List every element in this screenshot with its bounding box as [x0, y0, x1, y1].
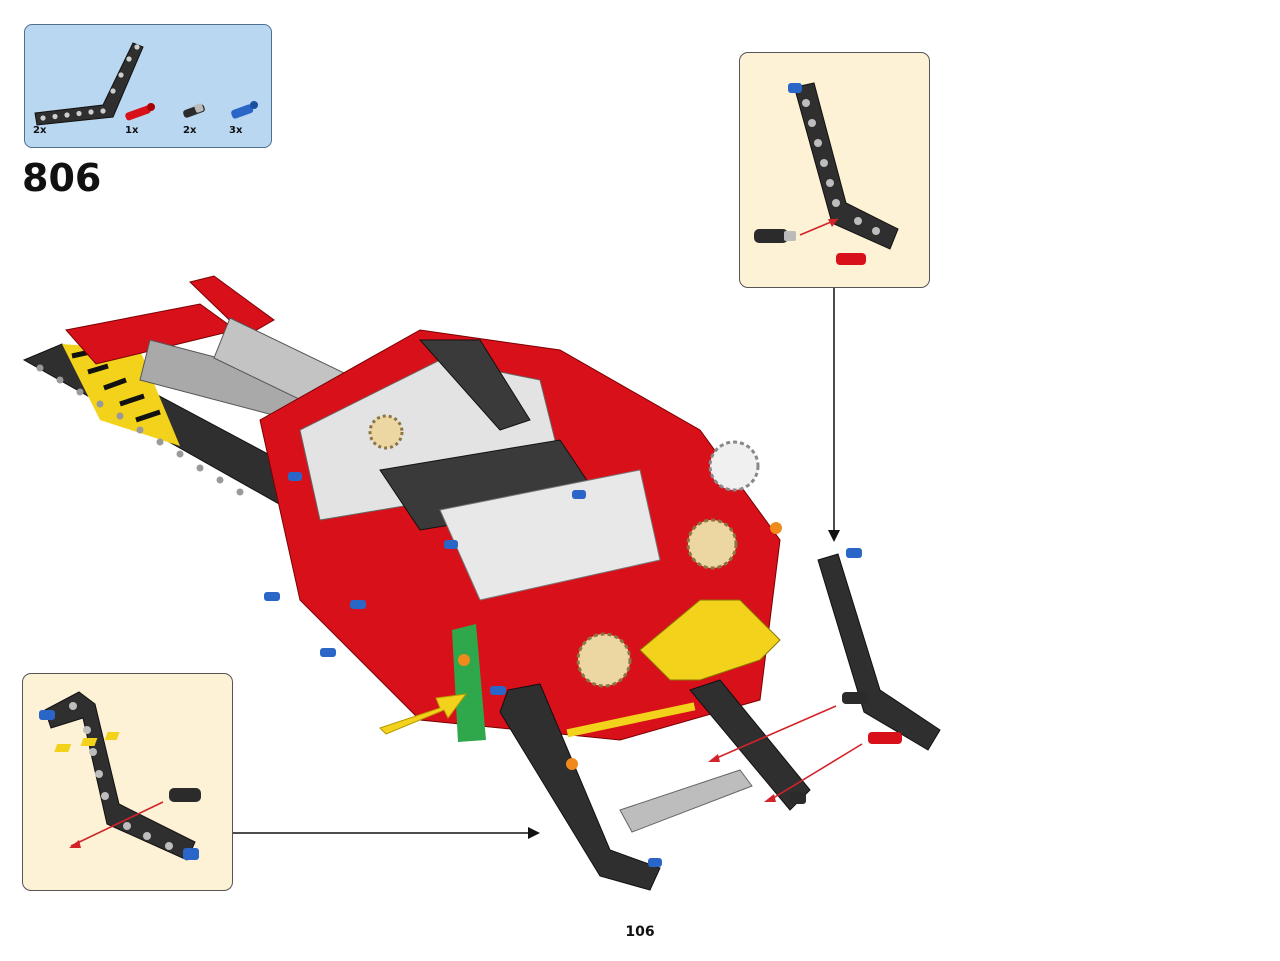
callout-top-right [739, 52, 930, 288]
red-axle-pin-icon [125, 103, 155, 121]
blue-axle-pin-icon [231, 101, 258, 119]
callout-bottom-left [22, 673, 233, 891]
parts-list-icons [34, 42, 258, 126]
part-count: 3x [229, 125, 243, 136]
parts-list-panel: 2x 1x 2x 3x [24, 24, 272, 148]
step-number: 806 [22, 156, 102, 200]
part-count: 1x [125, 125, 139, 136]
callout-bottom-left-illustration [39, 691, 201, 861]
page-number: 106 [625, 924, 655, 940]
part-count: 2x [183, 125, 197, 136]
callout-top-right-illustration [754, 82, 899, 265]
part-count: 2x [33, 125, 47, 136]
bent-liftarm-icon [34, 42, 144, 126]
black-axle-pin-icon [183, 103, 205, 118]
